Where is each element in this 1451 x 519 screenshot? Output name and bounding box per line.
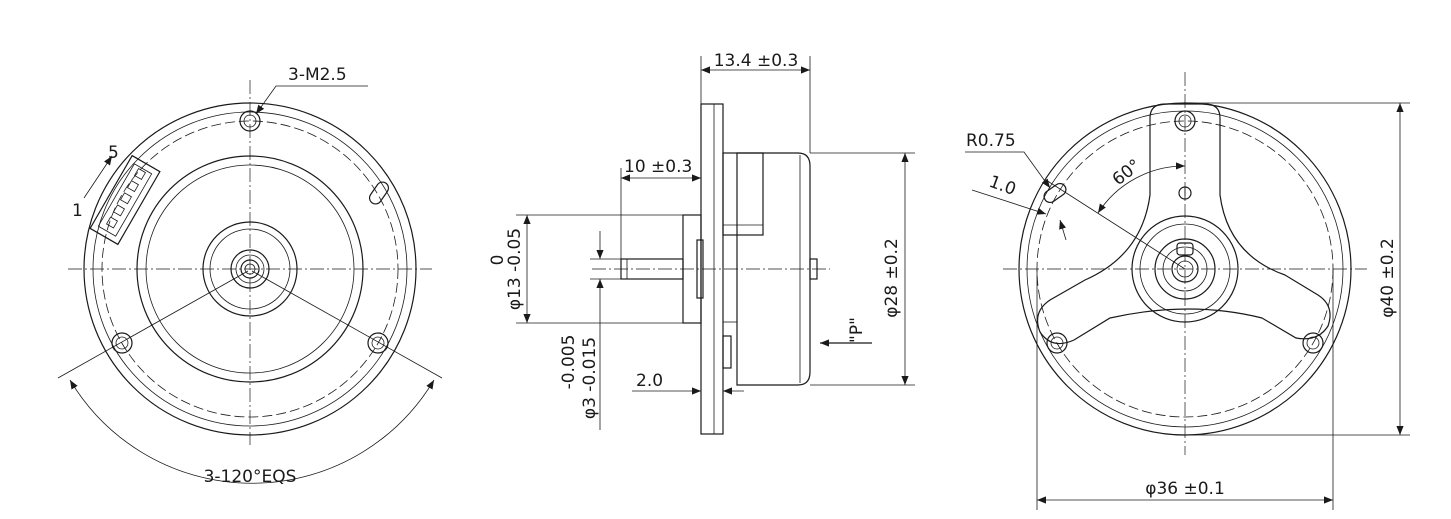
hole-callout-label: 3-M2.5 <box>288 65 347 85</box>
body-diameter-label: φ28 ±0.2 <box>882 238 902 318</box>
tri-arm-bracket <box>1037 103 1331 345</box>
front-bolt-circle <box>101 120 399 418</box>
front-flange-step <box>92 111 408 427</box>
angle-extension-right <box>251 270 443 379</box>
flange-diameter-tol: 0 <box>488 255 508 266</box>
connector-housing <box>722 152 764 236</box>
front-mount-hole-left <box>111 332 133 354</box>
view-marker-label: "P" <box>847 317 867 343</box>
front-hub-ring <box>209 228 291 310</box>
side-view: 13.4 ±0.3 10 ±0.3 0 φ13 -0.05 -0.005 φ3 … <box>488 51 915 435</box>
rear-hub-ring <box>1139 223 1231 315</box>
shaft-diameter-tol: -0.005 <box>559 335 579 390</box>
angle-extension-slot <box>1045 179 1186 270</box>
front-mount-hole-top <box>239 110 261 132</box>
front-bearing-outer <box>230 249 270 289</box>
mount-diameter-label: φ36 ±0.1 <box>1145 479 1225 499</box>
front-body-inner <box>145 164 355 374</box>
pin-order-arrow <box>83 155 113 199</box>
front-hub-outer <box>202 221 298 317</box>
rear-boss-inner <box>1162 246 1208 292</box>
front-mount-hole-right <box>367 332 389 354</box>
shaft-diameter-label: φ3 -0.015 <box>580 337 600 419</box>
pin-last-label: 5 <box>108 143 119 163</box>
pin-first-label: 1 <box>72 201 83 221</box>
rear-shaft <box>1171 255 1199 283</box>
outer-diameter-label: φ40 ±0.2 <box>1378 238 1398 318</box>
hole-callout-leader <box>255 85 368 115</box>
front-view: 5 1 3-M2.5 3-120°EQS <box>57 65 443 487</box>
overall-length-label: 13.4 ±0.3 <box>714 51 799 71</box>
hub-ring <box>696 239 704 299</box>
rear-slot <box>1043 182 1067 204</box>
front-bearing-mid <box>235 254 265 284</box>
width-callout-leader <box>971 189 1047 215</box>
shaft-length-label: 10 ±0.3 <box>624 157 692 177</box>
angle-callout-label: 3-120°EQS <box>204 467 297 487</box>
rear-mount-hole-left <box>1046 332 1068 354</box>
rear-shaft-key <box>1176 242 1194 256</box>
width-callout-label: 1.0 <box>986 172 1018 200</box>
front-outer-flange <box>83 102 417 436</box>
radius-callout-leader <box>965 151 1051 189</box>
front-slot <box>368 181 390 205</box>
rear-mount-hole-right <box>1302 332 1324 354</box>
connector-block <box>89 154 161 246</box>
radius-callout-label: R0.75 <box>966 131 1016 151</box>
width-callout-leader-2 <box>1059 219 1067 241</box>
rear-boss-outer <box>1154 238 1216 300</box>
flange-diameter-label: φ13 -0.05 <box>505 228 525 310</box>
motor-body <box>736 152 811 386</box>
rear-mount-hole-top <box>1174 110 1196 132</box>
front-shaft <box>240 259 260 279</box>
angle-arc <box>69 379 435 484</box>
rear-view: R0.75 1.0 60° φ40 ±0.2 φ36 ±0.1 <box>965 72 1410 510</box>
rear-boss <box>809 258 818 280</box>
motor-shaft <box>620 258 684 280</box>
angle-extension-left <box>57 270 249 379</box>
flange-thickness-label: 2.0 <box>636 371 663 391</box>
rear-hub-outer <box>1131 215 1239 323</box>
rear-angle-arc <box>1097 162 1186 214</box>
front-shaft-core <box>244 263 256 275</box>
rear-angle-label: 60° <box>1109 156 1145 190</box>
rear-shaft-core <box>1176 260 1194 278</box>
terminal-tab <box>722 335 732 369</box>
